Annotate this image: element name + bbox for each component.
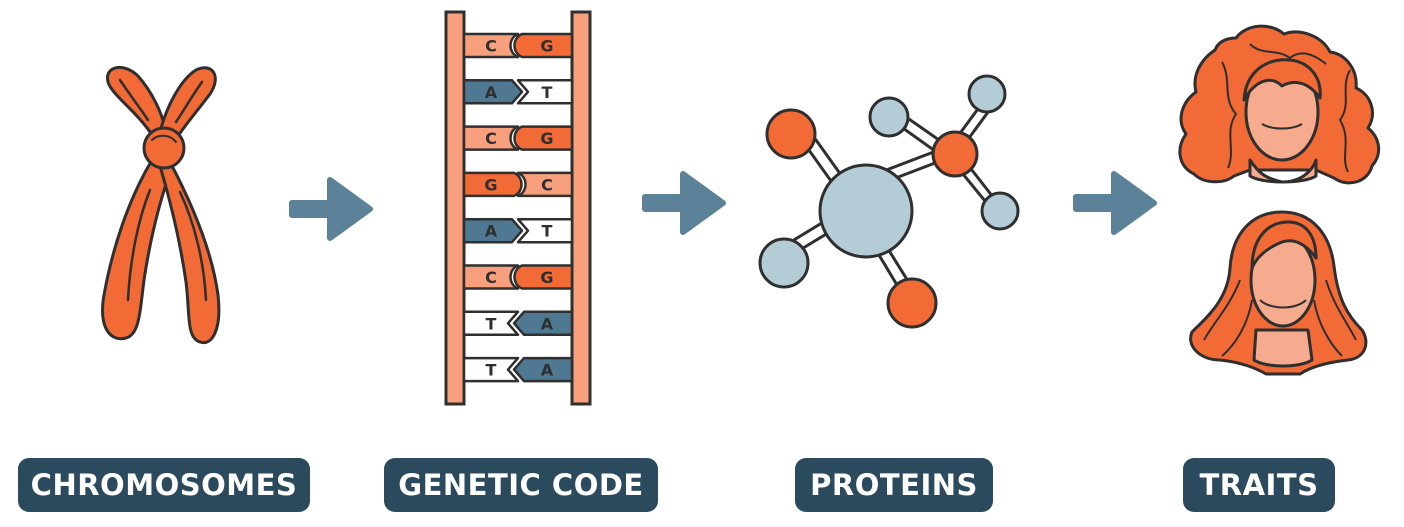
base-a-left bbox=[462, 217, 524, 244]
proteins-label: PROTEINS bbox=[795, 458, 993, 512]
atom-large bbox=[818, 163, 914, 259]
base-label-left: G bbox=[484, 175, 497, 194]
base-label-right: G bbox=[540, 268, 553, 287]
base-g-right bbox=[513, 125, 574, 151]
base-g-left bbox=[462, 171, 523, 198]
genetic-code-label: GENETIC CODE bbox=[384, 458, 658, 512]
base-label-left: C bbox=[485, 268, 497, 287]
arrow-icon bbox=[1073, 171, 1157, 235]
base-label-left: A bbox=[485, 83, 498, 102]
atom-orange bbox=[765, 108, 817, 160]
base-label-right: G bbox=[540, 37, 553, 56]
chromosomes-label: CHROMOSOMES bbox=[18, 458, 310, 512]
traits-label: TRAITS bbox=[1183, 458, 1335, 512]
base-label-right: T bbox=[542, 222, 553, 241]
curly-person-shoulders bbox=[1248, 158, 1318, 184]
base-label-right: C bbox=[541, 175, 553, 194]
base-c-right bbox=[516, 171, 574, 198]
base-c-left bbox=[462, 264, 520, 290]
base-label-right: A bbox=[541, 361, 554, 380]
atom-orange bbox=[886, 277, 938, 329]
base-t-left bbox=[462, 356, 520, 383]
base-c-left bbox=[462, 125, 520, 151]
base-a-left bbox=[462, 79, 524, 105]
straight-hair-person-icon bbox=[1189, 210, 1368, 376]
arrow-icon bbox=[289, 177, 373, 241]
straight-person-shoulders bbox=[1252, 328, 1314, 368]
chromosome-arm-upper-left bbox=[106, 66, 168, 134]
chromosome-centromere bbox=[142, 126, 186, 170]
base-t-left bbox=[462, 310, 520, 337]
chromosome-arm-lower-left bbox=[101, 158, 174, 341]
base-a-right bbox=[512, 356, 574, 383]
base-t-right bbox=[516, 79, 574, 105]
base-label-left: C bbox=[485, 129, 497, 148]
base-a-right bbox=[512, 310, 574, 337]
base-c-left bbox=[462, 32, 520, 59]
chromosome-icon bbox=[101, 66, 221, 345]
base-label-left: A bbox=[485, 222, 498, 241]
arrow-icon bbox=[642, 171, 726, 235]
base-t-right bbox=[516, 217, 574, 244]
dna-backbone-right bbox=[570, 10, 592, 406]
base-label-left: T bbox=[486, 361, 497, 380]
base-label-left: T bbox=[486, 314, 497, 333]
atom-light bbox=[980, 191, 1020, 231]
dna-backbone-left bbox=[444, 10, 466, 406]
atom-light bbox=[758, 237, 810, 289]
atom-light bbox=[868, 96, 910, 138]
base-g-right bbox=[513, 264, 574, 290]
curly-hair-person-icon bbox=[1178, 24, 1381, 185]
chromosome-arm-lower-right bbox=[158, 160, 221, 345]
base-label-right: G bbox=[540, 129, 553, 148]
atom-light bbox=[967, 74, 1007, 114]
base-g-right bbox=[513, 32, 574, 59]
base-label-right: T bbox=[542, 83, 553, 102]
atom-orange bbox=[931, 130, 979, 178]
base-label-left: C bbox=[485, 37, 497, 56]
protein-molecule-icon bbox=[758, 74, 1020, 329]
base-label-right: A bbox=[541, 314, 554, 333]
